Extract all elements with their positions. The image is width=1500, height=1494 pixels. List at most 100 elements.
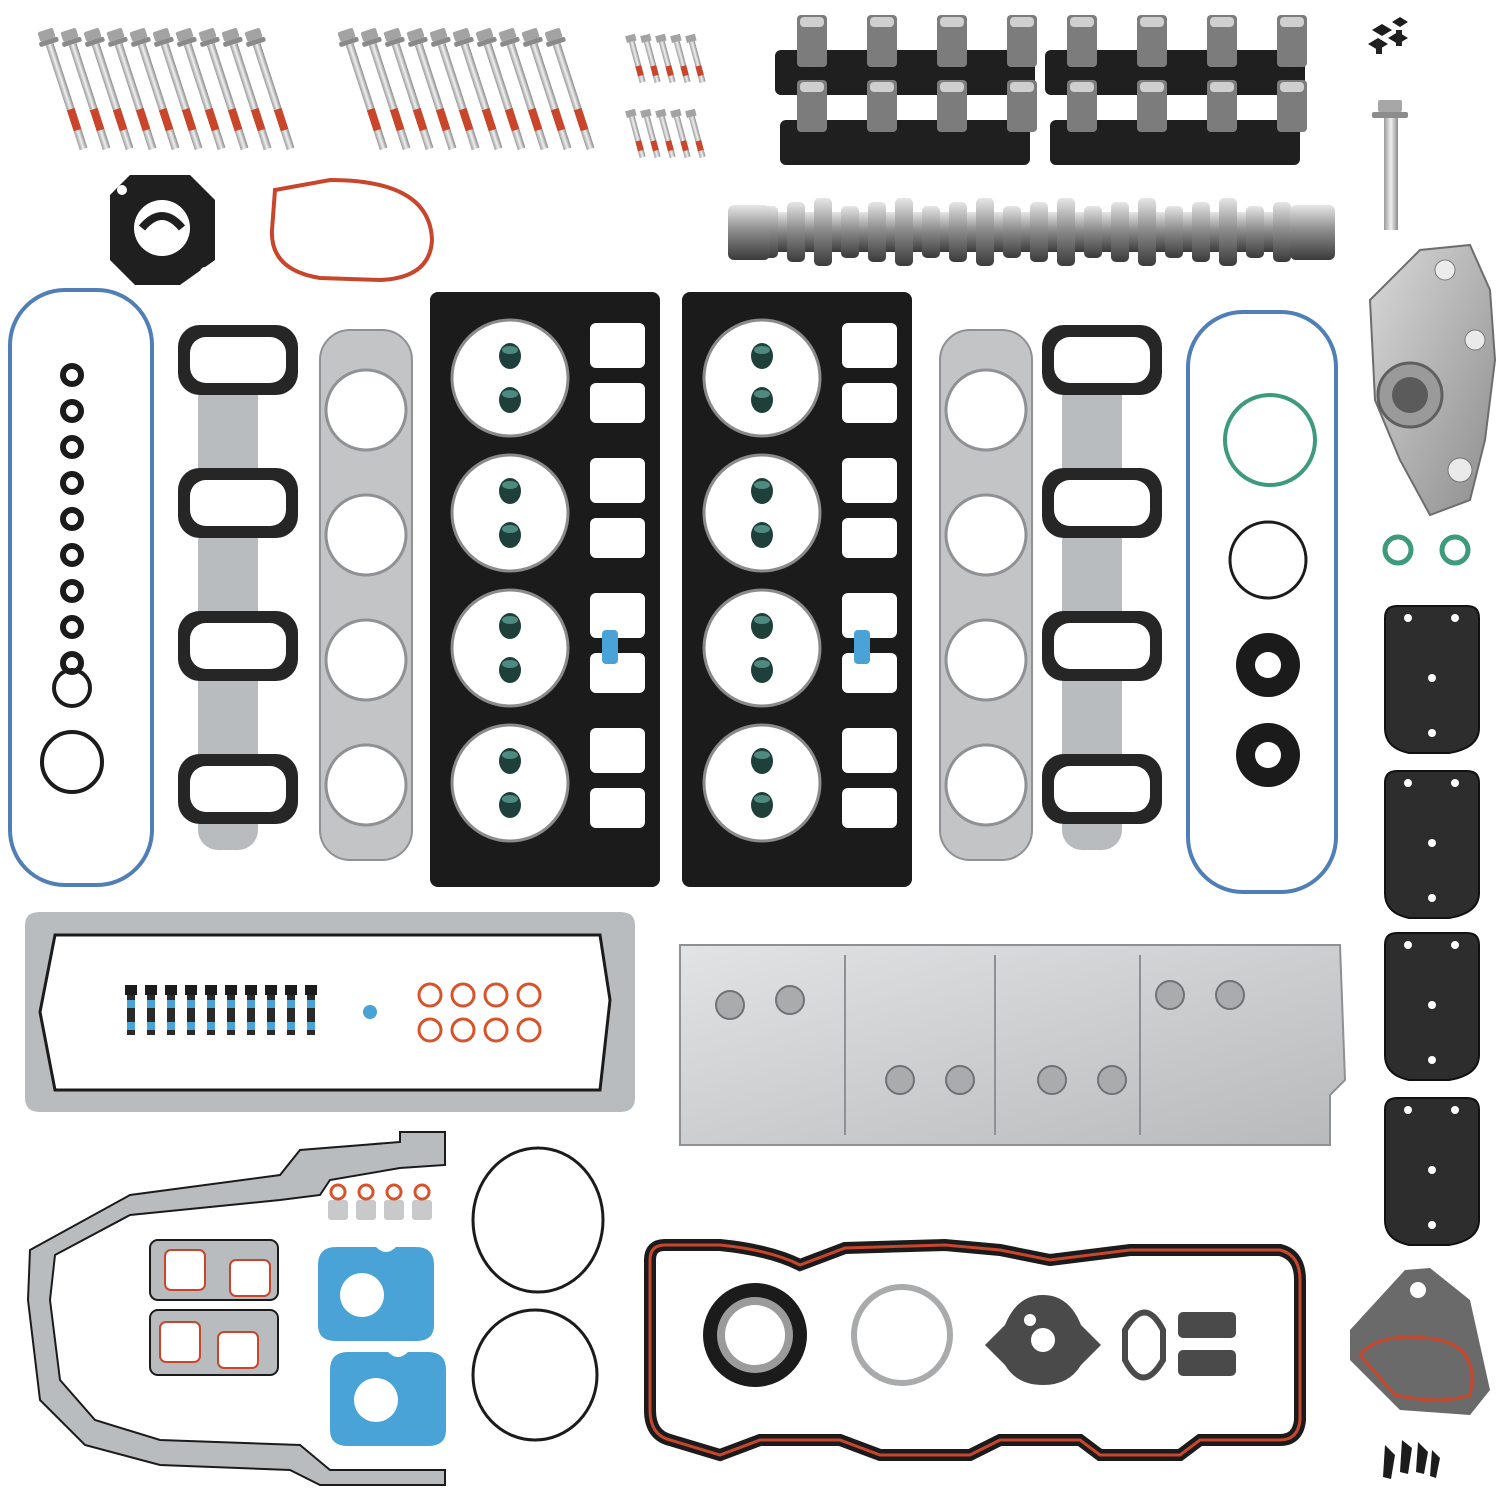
- o-ring: [516, 982, 542, 1008]
- lifter: [797, 15, 827, 67]
- bolt: [147, 995, 155, 1035]
- throttle-body-gasket: [110, 175, 215, 285]
- short-bolt-set: [625, 33, 706, 159]
- bolt: [167, 995, 175, 1035]
- bolt: [383, 28, 434, 151]
- lifter: [1007, 15, 1037, 67]
- o-ring: [417, 982, 443, 1008]
- cam-lobe: [1246, 206, 1264, 258]
- o-ring: [450, 982, 476, 1008]
- lifter: [937, 15, 967, 67]
- o-ring: [483, 982, 509, 1008]
- bolt: [152, 28, 203, 151]
- lifter: [1067, 15, 1097, 67]
- intake-manifold-gasket-right: [1042, 325, 1162, 850]
- bolt: [244, 28, 295, 151]
- valve-cover-gasket-left: [8, 288, 154, 887]
- cam-lobe: [1192, 202, 1210, 262]
- cam-lobe: [1111, 202, 1129, 262]
- cam-lobe: [976, 198, 994, 266]
- bolt: [360, 28, 411, 151]
- bolt: [37, 28, 88, 151]
- long-bolt: [1372, 100, 1408, 230]
- crank-seal-pair: [1236, 633, 1300, 787]
- bolt: [670, 33, 691, 84]
- bolt: [83, 28, 134, 151]
- exhaust-port: [324, 743, 408, 827]
- green-o-ring-large: [1223, 393, 1317, 487]
- bolt: [307, 995, 315, 1035]
- lifter: [1137, 15, 1167, 67]
- bolt: [625, 108, 646, 159]
- oil-pan-gasket: [644, 1238, 1306, 1462]
- exhaust-port: [324, 493, 408, 577]
- plug: [363, 1005, 377, 1019]
- plate-bolt: [1037, 1065, 1067, 1095]
- lifter: [1277, 80, 1307, 132]
- o-ring: [52, 668, 92, 708]
- valley-cover-plate: [679, 944, 1347, 1146]
- lifter: [1007, 80, 1037, 132]
- cam-lobe: [949, 202, 967, 262]
- water-pump-gaskets: [149, 1239, 279, 1376]
- cam-lobe: [1057, 198, 1075, 266]
- o-ring-column: [60, 363, 84, 675]
- cam-lobe: [787, 202, 805, 262]
- head-bolt-set-right: [337, 28, 595, 151]
- cylinder-head-gasket-left: [430, 292, 660, 887]
- lifter-tray: [1045, 50, 1305, 95]
- exhaust-port: [944, 493, 1028, 577]
- plate-bolt: [885, 1065, 915, 1095]
- lifter: [1207, 15, 1237, 67]
- bolt: [685, 108, 706, 159]
- bolt: [287, 995, 295, 1035]
- exhaust-port: [324, 368, 408, 452]
- lifter: [1067, 80, 1097, 132]
- afm-delete-plates: [1384, 605, 1480, 1246]
- bolt: [227, 995, 235, 1035]
- cam-lobe: [841, 206, 859, 258]
- o-ring: [516, 1017, 542, 1043]
- bolt: [655, 33, 676, 84]
- rear-main-seal: [703, 1283, 807, 1387]
- bolt: [198, 28, 249, 151]
- head-bolt-set-left: [37, 28, 295, 151]
- bolt: [406, 28, 457, 151]
- exhaust-port: [944, 618, 1028, 702]
- o-ring: [450, 1017, 476, 1043]
- lifter: [797, 80, 827, 132]
- bolt: [521, 28, 572, 151]
- cam-journal: [1290, 205, 1335, 260]
- cam-lobe: [922, 206, 940, 258]
- bolt: [625, 33, 646, 84]
- cylinder-bore: [450, 723, 570, 843]
- water-pump-gasket-loop: [269, 177, 435, 283]
- timing-cover-gasket: [26, 1131, 446, 1486]
- intake-manifold-gasket-left: [178, 325, 298, 850]
- o-ring: [60, 471, 84, 495]
- valley-cover-gasket: [25, 912, 635, 1112]
- cam-lobe: [1273, 202, 1291, 262]
- cam-journal: [728, 205, 770, 260]
- cylinder-bore: [450, 588, 570, 708]
- o-ring: [60, 399, 84, 423]
- bolt: [498, 28, 549, 151]
- cylinder-bore: [702, 588, 822, 708]
- cylinder-bore: [702, 723, 822, 843]
- cam-lobe: [1084, 206, 1102, 258]
- o-ring: [60, 615, 84, 639]
- lifter-tray: [775, 50, 1035, 95]
- cam-lobe: [1030, 202, 1048, 262]
- bolt: [187, 995, 195, 1035]
- camshaft: [728, 198, 1335, 266]
- bolt: [127, 995, 135, 1035]
- cylinder-head-gasket-right: [682, 292, 912, 887]
- o-ring: [60, 435, 84, 459]
- cam-lobe: [868, 202, 886, 262]
- cam-lobe: [1003, 206, 1021, 258]
- o-ring: [60, 543, 84, 567]
- bolt: [106, 28, 157, 151]
- washer: [356, 1200, 376, 1220]
- oil-pump-cover-gasket: [1350, 1268, 1490, 1415]
